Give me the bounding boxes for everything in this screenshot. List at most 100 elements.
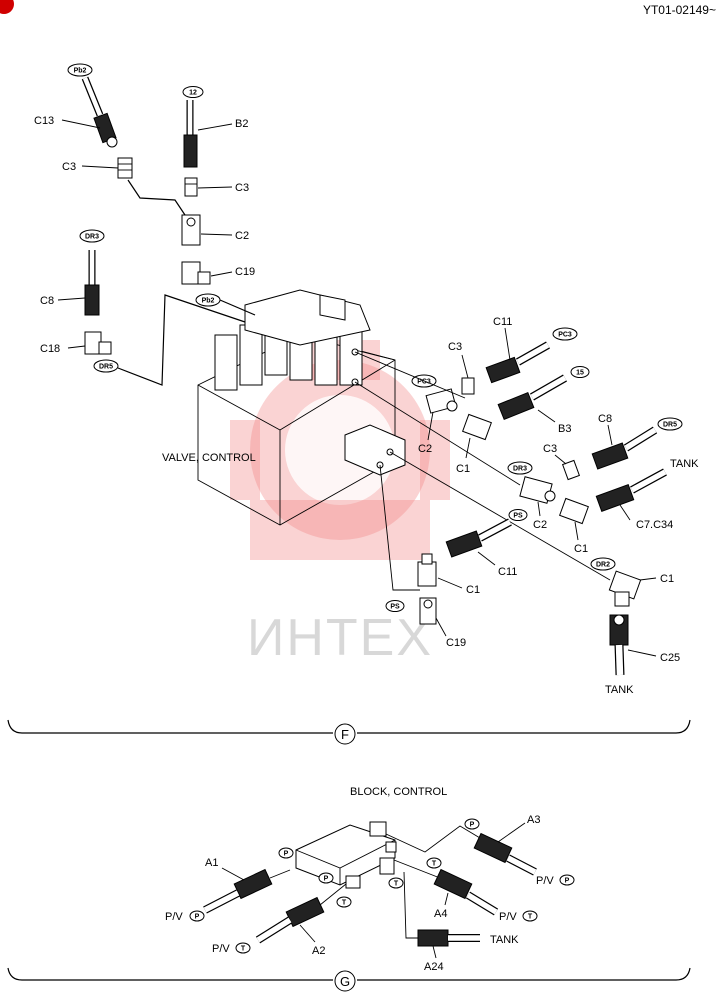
svg-text:P: P	[565, 878, 570, 885]
svg-text:PS: PS	[513, 513, 523, 520]
label-tank-right: TANK	[670, 458, 699, 470]
label-c1-low: C1	[574, 543, 588, 555]
hose-b3	[497, 374, 567, 421]
corner-badge-icon	[0, 0, 14, 14]
port-tag-t-pv-a2	[235, 942, 251, 954]
svg-text:T: T	[528, 914, 533, 921]
port-tag-dr3-mid	[507, 461, 533, 475]
port-tag-p-pv-a3	[559, 874, 575, 886]
section-g-bracket	[7, 967, 691, 992]
svg-text:12: 12	[189, 90, 197, 97]
fitting-c2-top	[181, 214, 201, 246]
elbow-c1-low	[559, 497, 589, 525]
label-c1-far: C1	[660, 573, 674, 585]
hose-a3	[473, 832, 537, 876]
label-tank-g: TANK	[490, 934, 519, 946]
port-tag-p-left	[278, 847, 294, 859]
svg-text:Pb2: Pb2	[202, 298, 215, 305]
svg-text:P: P	[195, 914, 200, 921]
port-tag-dr5-right	[657, 417, 683, 431]
label-c19-top: C19	[235, 266, 255, 278]
fitting-c3-mid	[184, 177, 198, 197]
label-c11-top: C11	[493, 316, 512, 328]
label-a4: A4	[434, 908, 447, 920]
hose-c8-left	[84, 250, 100, 316]
fitting-c3-right-mid	[561, 459, 581, 481]
label-c2-mid: C2	[418, 443, 432, 455]
fitting-c3-right-top	[461, 377, 475, 395]
label-c3-left: C3	[62, 161, 76, 173]
port-tag-dr3-left	[79, 229, 105, 243]
port-tag-t-pv-a4	[522, 910, 538, 922]
section-f-marker: F	[341, 727, 349, 742]
port-tag-pc3-right	[552, 327, 578, 341]
elbow-c2-mid	[425, 388, 458, 414]
hose-c25	[609, 614, 629, 676]
valve-control-label: VALVE, CONTROL	[162, 452, 256, 464]
elbow-c18	[84, 331, 112, 355]
label-c3-right-mid: C3	[543, 443, 557, 455]
label-a1: A1	[205, 857, 218, 869]
watermark-logo-icon	[230, 340, 450, 560]
elbow-c19-top	[181, 261, 211, 285]
control-valve-body	[197, 289, 406, 526]
fitting-c3-left	[117, 157, 133, 179]
svg-text:T: T	[432, 861, 437, 868]
label-a3: A3	[527, 814, 540, 826]
label-c2-top: C2	[235, 230, 249, 242]
port-tag-p-a3	[464, 818, 480, 830]
hose-a24	[417, 929, 480, 947]
svg-text:T: T	[241, 946, 246, 953]
elbow-c1-mid	[462, 413, 492, 441]
port-tag-pb2-top	[67, 63, 93, 77]
label-c3-mid: C3	[235, 182, 249, 194]
label-c18: C18	[40, 343, 60, 355]
port-tag-t-block	[426, 857, 442, 869]
label-c1-mid: C1	[456, 463, 470, 475]
svg-text:PS: PS	[390, 604, 400, 611]
svg-text:P: P	[324, 876, 329, 883]
label-c11-low: C11	[498, 566, 517, 578]
elbow-c19-low	[419, 597, 437, 625]
label-c7-c34: C7.C34	[636, 519, 673, 531]
label-b2: B2	[235, 118, 248, 130]
svg-text:T: T	[342, 900, 347, 907]
label-c25: C25	[660, 652, 680, 664]
hose-a1	[203, 868, 273, 914]
port-tag-15	[570, 366, 590, 378]
svg-text:DR3: DR3	[85, 234, 99, 241]
section-g-marker: G	[340, 974, 350, 989]
label-c8-left: C8	[40, 295, 54, 307]
svg-text:DR2: DR2	[596, 562, 610, 569]
section-f-bracket	[7, 719, 691, 745]
label-c8-right: C8	[598, 413, 612, 425]
label-pv-a3: P/V	[536, 875, 554, 887]
hose-c8-right	[591, 426, 658, 470]
port-tag-12	[182, 86, 204, 98]
label-c19-low: C19	[446, 637, 466, 649]
elbow-c2-low	[519, 476, 556, 504]
drawing-code: YT01-02149~	[643, 3, 716, 17]
svg-text:P: P	[284, 851, 289, 858]
port-tag-ps-mid	[508, 509, 528, 521]
svg-text:PC3: PC3	[558, 332, 572, 339]
svg-text:T: T	[394, 881, 399, 888]
port-tag-p-block	[318, 872, 334, 884]
svg-text:P: P	[470, 822, 475, 829]
svg-text:DR5: DR5	[99, 364, 113, 371]
hose-c11-top	[485, 341, 550, 384]
label-c3-right-top: C3	[448, 341, 462, 353]
watermark-text: ИНТЕХ	[247, 609, 433, 667]
hose-a4	[433, 868, 499, 916]
svg-text:DR5: DR5	[663, 422, 677, 429]
label-c13: C13	[34, 115, 54, 127]
label-pv-left: P/V	[165, 911, 183, 923]
label-b3: B3	[558, 423, 571, 435]
svg-text:Pb2: Pb2	[74, 68, 87, 75]
port-tag-p-pv-left	[189, 910, 205, 922]
label-pv-a2: P/V	[212, 943, 230, 955]
block-control-title: BLOCK, CONTROL	[350, 786, 447, 798]
control-block-body	[295, 821, 397, 889]
